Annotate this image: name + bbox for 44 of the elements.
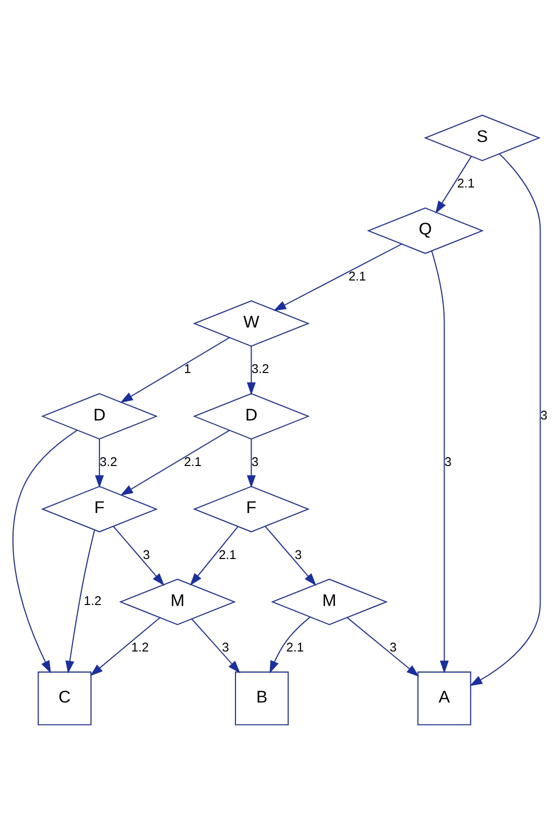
arrow [273,244,402,311]
arrow [264,526,316,586]
arrow [246,439,256,488]
edge-label: 2.1 [184,454,202,469]
edge-label: 2.1 [457,176,475,191]
node-diamond: M [119,578,236,626]
edge-label: 3 [390,640,397,655]
edge-label: 3 [444,454,452,469]
arrow [270,616,310,674]
edge-label: 3 [142,548,150,562]
node-diamond: S [424,114,541,162]
arrow [190,526,238,586]
edge-label: 1 [184,362,192,376]
edge-label: 2.1 [286,640,304,655]
edge-label: 3 [222,640,229,655]
arrow [120,337,230,403]
arrow [346,617,420,677]
arrow [191,618,240,674]
arrow [431,250,449,674]
node-box: B [234,672,289,726]
arrow [470,153,541,686]
arrow [246,346,256,396]
arrow [95,439,104,488]
edge-label: 2.1 [348,269,366,284]
node-diamond: F [192,486,310,532]
edge-label: 3 [294,548,302,562]
arrow [120,430,230,496]
edge-label: 1.2 [131,640,149,655]
edge-label: 3.2 [251,362,270,376]
node-diamond: D [192,393,310,440]
node-diamond: Q [366,207,484,254]
node-box: A [417,672,472,726]
arrow [435,156,472,214]
edge-label: 3 [251,454,258,469]
arrow [112,526,164,586]
arrow [65,530,96,674]
node-diamond: M [270,578,388,626]
edge-label: 2.1 [218,548,236,562]
node-box: C [38,672,92,726]
edge-label: 3.2 [100,454,118,469]
arrow [12,430,78,674]
edge-label: 3 [540,408,548,423]
arrow [90,617,160,676]
edge-label: 1.2 [84,594,102,608]
